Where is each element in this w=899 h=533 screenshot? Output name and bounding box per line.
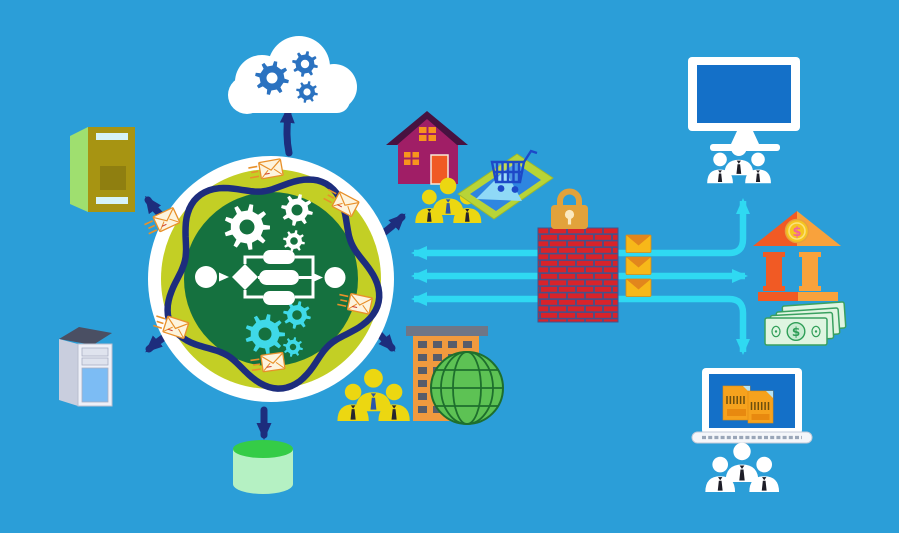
coin-icon: $ <box>784 218 810 244</box>
arrow-to-cloud <box>279 106 295 157</box>
process-hub <box>142 156 394 402</box>
gear-icon <box>283 230 305 252</box>
hub-white-gears <box>224 194 313 252</box>
message-flow-ring <box>164 176 383 392</box>
workflow-end-node <box>324 267 346 288</box>
workflow-task-node <box>263 291 295 305</box>
workflow-task-node <box>259 270 299 285</box>
firewall-icon <box>537 227 619 323</box>
envelope-icon <box>625 256 652 275</box>
gear-icon <box>283 301 311 329</box>
document-icon <box>722 385 751 421</box>
workflow-diagram <box>195 250 346 305</box>
house-window <box>404 152 419 165</box>
email-envelopes <box>625 234 652 297</box>
database-icon <box>233 440 293 494</box>
gear-icon <box>283 337 303 357</box>
server-icon <box>70 127 135 212</box>
banknote-front: $ <box>764 317 828 346</box>
workflow-gateway-diamond <box>232 264 258 290</box>
gear-icon <box>245 314 285 354</box>
laptop-icon <box>691 368 813 444</box>
gear-icon <box>292 51 318 77</box>
office-team-icon <box>337 368 410 421</box>
workflow-task-node <box>263 250 295 264</box>
envelope-icon <box>625 234 652 253</box>
coin-dollar-sign: $ <box>792 225 801 240</box>
laptop-team-icon <box>705 442 780 492</box>
cloud-shape <box>228 36 357 114</box>
shopping-cart-icon <box>490 149 538 193</box>
money-icon: $ <box>764 301 847 346</box>
workflow-start-node <box>195 266 217 288</box>
house-window <box>419 127 436 141</box>
tablet-icon <box>457 153 554 220</box>
house-door <box>430 154 449 185</box>
hub-cyan-gears <box>245 301 311 357</box>
flow-line-firewall-to-laptop <box>411 292 750 355</box>
house-icon <box>386 111 468 185</box>
padlock-icon <box>551 188 588 229</box>
workstation-icon <box>59 327 113 407</box>
bank-icon: $ <box>753 211 841 301</box>
person-icon <box>725 442 759 482</box>
gear-icon <box>296 81 318 103</box>
document-icon <box>747 390 774 424</box>
cloud-computing-icon <box>228 36 357 114</box>
envelope-icon <box>625 278 652 297</box>
monitor-icon <box>688 57 800 151</box>
bill-dollar-sign: $ <box>792 325 800 339</box>
gear-icon <box>255 61 289 95</box>
globe-icon <box>430 351 504 425</box>
gear-icon <box>224 204 270 250</box>
flow-line-firewall-to-monitor <box>411 198 750 260</box>
gear-icon <box>281 194 313 226</box>
